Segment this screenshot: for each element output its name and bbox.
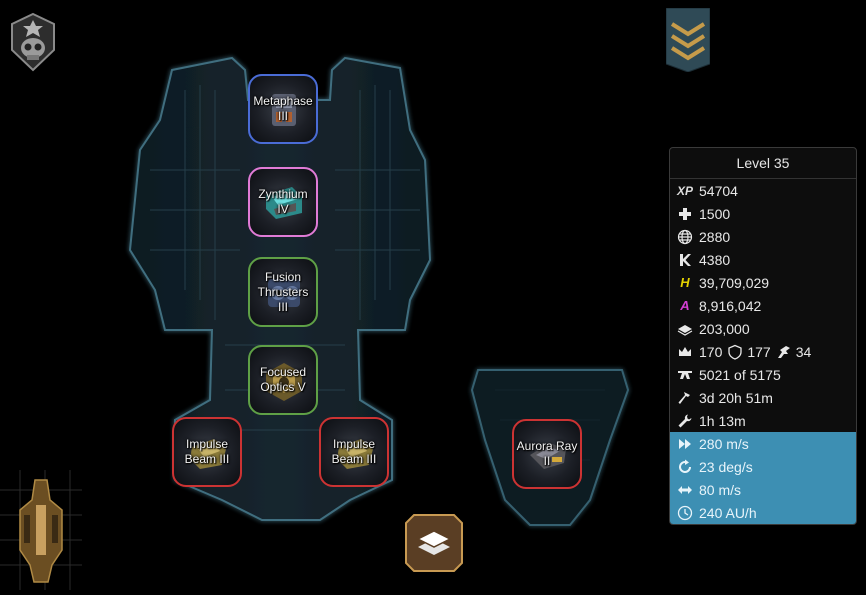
stat-rotation: 23 deg/s — [670, 455, 856, 478]
cargo-layers-icon — [677, 321, 693, 337]
stat-value: 5021 of 5175 — [699, 366, 781, 383]
stat-value: 3d 20h 51m — [699, 389, 773, 406]
module-slot-zynthium[interactable]: Zynthium IV — [248, 167, 318, 237]
globe-icon — [677, 229, 693, 245]
stat-build-time: 3d 20h 51m — [670, 386, 856, 409]
module-art-icon — [190, 439, 226, 469]
hammer-icon — [677, 390, 693, 406]
module-art-icon — [530, 443, 566, 469]
stat-xp: XP 54704 — [670, 179, 856, 202]
skull-emblem-icon[interactable] — [8, 12, 58, 72]
module-label: Impulse Beam III — [184, 437, 230, 466]
strafe-icon — [677, 482, 693, 498]
stat-health: 1500 — [670, 202, 856, 225]
layers-button[interactable] — [404, 513, 464, 573]
movement-stats: 280 m/s 23 deg/s 80 m/s 240 AU/h — [670, 432, 856, 524]
rotation-icon — [677, 459, 693, 475]
stat-value: 8,916,042 — [699, 297, 762, 314]
level-header: Level 35 — [670, 148, 856, 179]
xp-icon: XP — [677, 183, 694, 198]
ship-thumbnail[interactable] — [0, 470, 82, 590]
module-label: Metaphase III — [253, 94, 313, 123]
hangar-icon — [677, 367, 693, 383]
stat-a: A 8,916,042 — [670, 294, 856, 317]
module-label: Focused Optics V — [259, 365, 307, 394]
module-label: Impulse Beam III — [331, 437, 377, 466]
wrench-icon — [677, 413, 693, 429]
stat-value: 80 m/s — [699, 481, 742, 498]
shield-icon — [727, 344, 743, 360]
stat-value: 170 — [699, 343, 723, 360]
stat-h: H 39,709,029 — [670, 271, 856, 294]
module-slot-impulse-beam-left[interactable]: Impulse Beam III — [172, 417, 242, 487]
stat-capacity: 5021 of 5175 — [670, 363, 856, 386]
stat-value: 1h 13m — [699, 412, 746, 429]
stat-value: 1500 — [699, 205, 731, 222]
layers-icon — [405, 514, 463, 572]
stat-layers: 203,000 — [670, 317, 856, 340]
module-slot-impulse-beam-right[interactable]: Impulse Beam III — [319, 417, 389, 487]
stat-value: 203,000 — [699, 320, 750, 337]
module-art-icon — [266, 363, 302, 401]
module-slot-fusion-thrusters[interactable]: Fusion Thrusters III — [248, 257, 318, 327]
module-slot-focused-optics[interactable]: Focused Optics V — [248, 345, 318, 415]
stat-value: 39,709,029 — [699, 274, 770, 291]
health-cross-icon — [677, 206, 693, 222]
stat-value: 4380 — [699, 251, 731, 268]
stat-value: 177 — [747, 343, 771, 360]
wing-icon — [776, 344, 792, 360]
h-resource-icon: H — [680, 275, 690, 290]
stat-k: 4380 — [670, 248, 856, 271]
module-label: Aurora Ray II — [516, 439, 578, 468]
stat-speed: 280 m/s — [670, 432, 856, 455]
a-resource-icon: A — [680, 298, 690, 313]
stat-value: 34 — [795, 343, 812, 360]
stat-value: 2880 — [699, 228, 731, 245]
stat-warp: 240 AU/h — [670, 501, 856, 524]
clock-icon — [677, 505, 693, 521]
stat-value: 280 m/s — [699, 435, 749, 452]
module-slot-aurora-ray[interactable]: Aurora Ray II — [512, 419, 582, 489]
stat-value: 23 deg/s — [699, 458, 753, 475]
module-art-icon — [266, 187, 302, 219]
module-label: Zynthium IV — [258, 187, 308, 216]
crown-icon — [677, 344, 693, 360]
module-art-icon — [272, 94, 296, 126]
stat-value: 54704 — [699, 182, 738, 199]
stat-repair-time: 1h 13m — [670, 409, 856, 432]
module-slot-metaphase[interactable]: Metaphase III — [248, 74, 318, 144]
module-art-icon — [337, 439, 373, 469]
stat-globe: 2880 — [670, 225, 856, 248]
speed-icon — [677, 436, 693, 452]
stat-combat: 170 177 34 — [670, 340, 856, 363]
ship-stats-panel: Level 35 XP 54704 1500 2880 4380 H 39,70… — [669, 147, 857, 525]
rank-chevrons-icon[interactable] — [665, 7, 711, 73]
stat-strafe: 80 m/s — [670, 478, 856, 501]
k-icon — [677, 252, 693, 268]
module-art-icon — [268, 279, 300, 307]
module-label: Fusion Thrusters III — [257, 269, 309, 314]
stat-value: 240 AU/h — [699, 504, 757, 521]
